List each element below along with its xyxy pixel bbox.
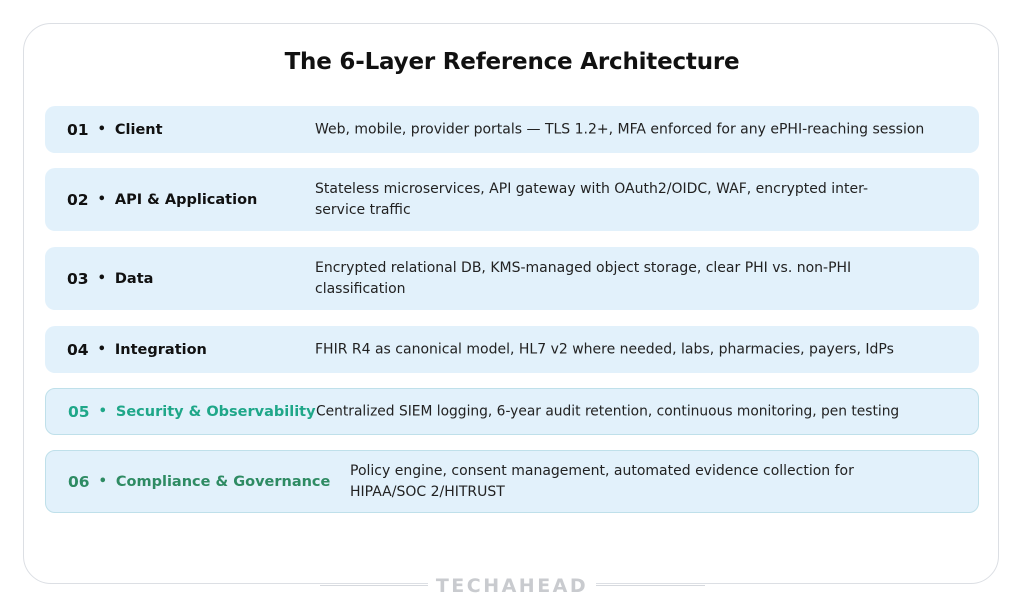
layer-label: 01 • Client bbox=[67, 121, 163, 139]
layer-client: 01 • Client Web, mobile, provider portal… bbox=[45, 106, 979, 153]
layer-number: 03 bbox=[67, 269, 89, 288]
separator-dot: • bbox=[98, 474, 107, 489]
brand-logo: TECHAHEAD bbox=[0, 575, 1024, 597]
layer-number: 06 bbox=[68, 472, 90, 491]
layer-name: Compliance & Governance bbox=[115, 473, 331, 490]
layer-label: 06 • Compliance & Governance bbox=[68, 473, 330, 491]
layer-description: Stateless microservices, API gateway wit… bbox=[315, 180, 869, 218]
layer-description: Web, mobile, provider portals — TLS 1.2+… bbox=[315, 121, 925, 137]
layer-label: 05 • Security & Observability bbox=[68, 403, 316, 421]
layer-label: 04 • Integration bbox=[67, 341, 207, 359]
separator-dot: • bbox=[97, 342, 106, 357]
layer-number: 04 bbox=[67, 340, 89, 359]
layer-name: Integration bbox=[114, 341, 207, 358]
layer-name: Data bbox=[114, 270, 154, 287]
layer-api-application: 02 • API & Application Stateless microse… bbox=[45, 168, 979, 231]
layer-name: API & Application bbox=[114, 191, 258, 208]
separator-dot: • bbox=[98, 404, 107, 419]
separator-dot: • bbox=[97, 192, 106, 207]
separator-dot: • bbox=[97, 271, 106, 286]
layer-integration: 04 • Integration FHIR R4 as canonical mo… bbox=[45, 326, 979, 373]
layer-description: Encrypted relational DB, KMS-managed obj… bbox=[315, 259, 852, 297]
footer: TECHAHEAD bbox=[0, 575, 1024, 597]
layer-name: Security & Observability bbox=[115, 403, 316, 420]
layer-number: 01 bbox=[67, 120, 89, 139]
page-title: The 6-Layer Reference Architecture bbox=[284, 49, 740, 75]
layer-number: 05 bbox=[68, 402, 90, 421]
layer-description: FHIR R4 as canonical model, HL7 v2 where… bbox=[315, 341, 894, 357]
layer-security-observability: 05 • Security & Observability Centralize… bbox=[45, 388, 979, 435]
layer-compliance-governance: 06 • Compliance & Governance Policy engi… bbox=[45, 450, 979, 513]
layer-name: Client bbox=[114, 121, 163, 138]
layer-label: 02 • API & Application bbox=[67, 191, 257, 209]
layer-description: Centralized SIEM logging, 6-year audit r… bbox=[316, 403, 900, 419]
layer-number: 02 bbox=[67, 190, 89, 209]
layer-label: 03 • Data bbox=[67, 270, 153, 288]
layer-data: 03 • Data Encrypted relational DB, KMS-m… bbox=[45, 247, 979, 310]
layer-description: Policy engine, consent management, autom… bbox=[350, 462, 854, 500]
separator-dot: • bbox=[97, 122, 106, 137]
brand-name: TECHAHEAD bbox=[427, 575, 597, 597]
